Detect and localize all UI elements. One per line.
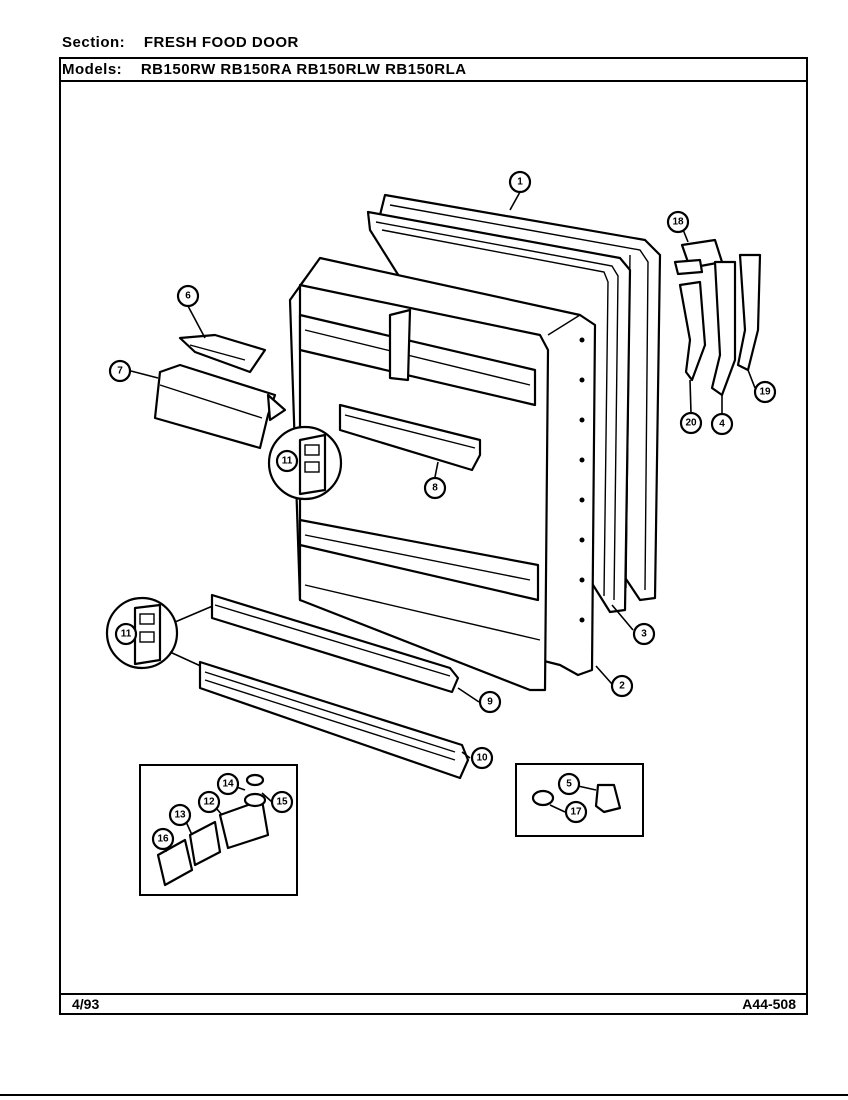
callout-16: 16 — [151, 827, 175, 851]
svg-text:10: 10 — [476, 753, 488, 764]
page-bottom-rule — [0, 1094, 848, 1096]
header-rule — [59, 80, 808, 82]
shelf-bar-10 — [198, 660, 470, 780]
callout-8: 8 — [423, 476, 447, 500]
svg-text:6: 6 — [185, 291, 191, 302]
svg-text:19: 19 — [759, 387, 771, 398]
svg-text:7: 7 — [117, 366, 123, 377]
callout-4: 4 — [710, 412, 734, 436]
detail-circle-upper — [267, 425, 343, 501]
section-label: Section: — [62, 34, 126, 51]
plug-inset-box — [515, 763, 644, 837]
models-header: Models: RB150RW RB150RA RB150RLW RB150RL… — [62, 61, 467, 78]
svg-text:8: 8 — [432, 483, 438, 494]
svg-text:1: 1 — [517, 177, 523, 188]
svg-text:20: 20 — [685, 418, 697, 429]
svg-text:16: 16 — [157, 834, 169, 845]
callout-7: 7 — [108, 359, 132, 383]
callout-9: 9 — [478, 690, 502, 714]
svg-text:18: 18 — [672, 217, 684, 228]
svg-text:14: 14 — [222, 779, 234, 790]
callout-11-lower: 11 — [114, 622, 138, 646]
diagram-frame — [59, 57, 808, 1015]
svg-text:11: 11 — [282, 456, 293, 467]
svg-text:4: 4 — [719, 419, 725, 430]
callout-18: 18 — [666, 210, 690, 234]
callout-3: 3 — [632, 622, 656, 646]
callout-6: 6 — [176, 284, 200, 308]
section-value: FRESH FOOD DOOR — [143, 34, 299, 51]
callout-13: 13 — [168, 803, 192, 827]
callout-15: 15 — [270, 790, 294, 814]
footer-rule — [59, 993, 808, 995]
svg-text:13: 13 — [174, 810, 186, 821]
callout-19: 19 — [753, 380, 777, 404]
callout-14: 14 — [216, 772, 240, 796]
svg-text:9: 9 — [487, 697, 493, 708]
section-header: Section: FRESH FOOD DOOR — [62, 34, 299, 51]
svg-text:12: 12 — [203, 797, 215, 808]
dairy-compartment-7 — [153, 363, 287, 450]
callout-17: 17 — [564, 800, 588, 824]
models-value: RB150RW RB150RA RB150RLW RB150RLA — [140, 61, 467, 78]
revision-date: 4/93 — [72, 996, 100, 1012]
svg-text:15: 15 — [276, 797, 288, 808]
dairy-door-6 — [178, 333, 267, 374]
shelf-bar-8 — [338, 403, 482, 472]
svg-text:3: 3 — [641, 629, 647, 640]
shelf-bar-9 — [210, 593, 460, 694]
callout-11-upper: 11 — [275, 449, 299, 473]
detail-circle-lower — [105, 596, 216, 670]
hinge-parts — [673, 238, 762, 397]
callout-12: 12 — [197, 790, 221, 814]
callout-20: 20 — [679, 411, 703, 435]
diagram-code: A44-508 — [742, 996, 796, 1012]
svg-text:17: 17 — [570, 807, 582, 818]
callout-2: 2 — [610, 674, 634, 698]
models-label: Models: — [62, 61, 123, 78]
svg-text:5: 5 — [566, 779, 572, 790]
callout-10: 10 — [470, 746, 494, 770]
callout-5: 5 — [557, 772, 581, 796]
callout-1: 1 — [508, 170, 532, 194]
svg-text:11: 11 — [121, 629, 132, 640]
svg-text:2: 2 — [619, 681, 625, 692]
